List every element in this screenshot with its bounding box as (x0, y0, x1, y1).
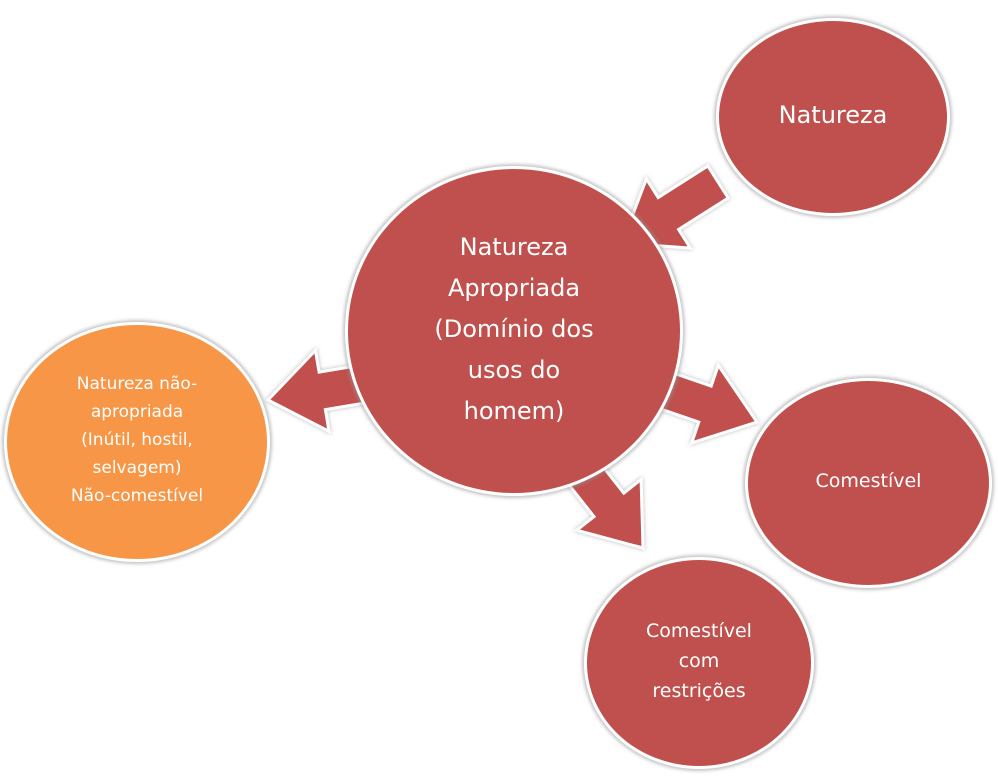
node-natureza-nao-apropriada: Natureza não- apropriada (Inútil, hostil… (4, 322, 270, 562)
node-comestivel-label: Comestível (815, 470, 922, 492)
node-natureza-apropriada: Natureza Apropriada (Domínio dos usos do… (345, 166, 683, 496)
node-natureza: Natureza (716, 18, 950, 216)
node-natureza-nao-apropriada-label: Natureza não- apropriada (Inútil, hostil… (70, 374, 204, 506)
node-comestivel-com-restricoes: Comestível com restrições (584, 557, 814, 769)
node-comestivel-com-restricoes-label: Comestível com restrições (646, 620, 752, 702)
node-comestivel: Comestível (745, 378, 992, 588)
node-natureza-label: Natureza (778, 101, 888, 129)
node-natureza-apropriada-label: Natureza Apropriada (Domínio dos usos do… (434, 232, 594, 425)
